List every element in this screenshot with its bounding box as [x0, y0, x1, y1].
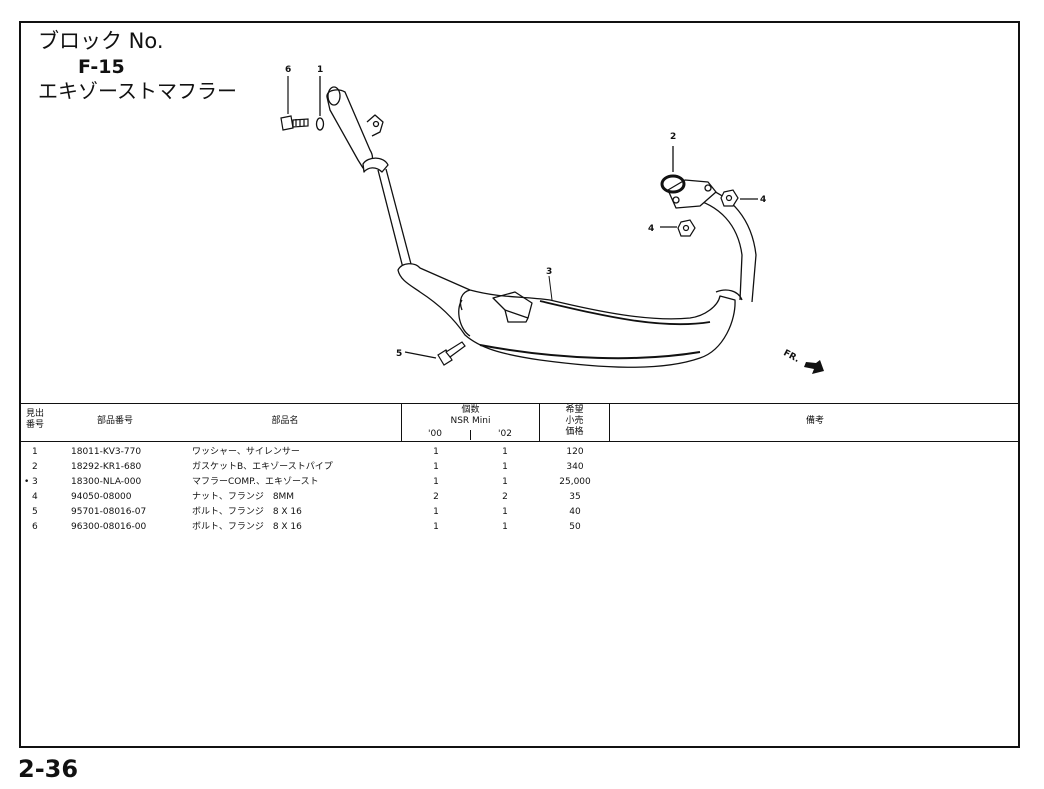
row-price: 50: [569, 522, 581, 532]
table-header-rule: [21, 441, 1018, 442]
fr-label: FR.: [781, 348, 800, 365]
silencer-body: [326, 89, 374, 169]
callout-4b: 4: [760, 195, 766, 205]
exhaust-diagram: 6 1 2 3 4 4 5 FR.: [280, 65, 824, 374]
exhaust-flange: [667, 179, 717, 209]
row-ref: 2: [32, 462, 38, 472]
col-header-model: NSR Mini: [450, 416, 491, 426]
row-name: ボルト、フランジ 8 X 16: [192, 507, 302, 517]
col-divider: [401, 404, 402, 441]
block-label: ブロック No.: [38, 29, 164, 53]
tail-pipe: [377, 168, 412, 269]
flange-bolt-5: [437, 349, 453, 366]
row-qty-00: 2: [433, 492, 439, 502]
col-header-ref: 見出 番号: [25, 409, 44, 430]
col-header-year-00: '00: [428, 429, 442, 439]
row-name: ボルト、フランジ 8 X 16: [192, 522, 302, 532]
row-qty-02: 1: [502, 477, 508, 487]
row-part-no: 94050-08000: [71, 492, 132, 502]
block-code: F-15: [78, 56, 125, 78]
part-group-title: エキゾーストマフラー: [38, 79, 237, 103]
row-qty-00: 1: [433, 447, 439, 457]
row-ref: 1: [32, 447, 38, 457]
row-qty-02: 2: [502, 492, 508, 502]
callout-6: 6: [285, 65, 291, 75]
col-header-price: 希望 小売 価格: [565, 405, 584, 437]
silencer-outlet: [327, 86, 341, 106]
row-part-no: 18292-KR1-680: [71, 462, 142, 472]
row-name: マフラーCOMP.、エキゾースト: [192, 477, 319, 487]
muffler-bracket: [492, 291, 533, 319]
row-price: 35: [569, 492, 581, 502]
front-arrow: [804, 360, 824, 374]
row-qty-00: 1: [433, 477, 439, 487]
row-ref: 6: [32, 522, 38, 532]
col-header-name: 部品名: [271, 416, 299, 426]
gasket: [660, 174, 686, 194]
row-qty-02: 1: [502, 462, 508, 472]
washer: [315, 117, 325, 131]
callout-1: 1: [317, 65, 323, 75]
row-price: 120: [566, 447, 584, 457]
col-header-year-02: '02: [498, 429, 512, 439]
row-price: 25,000: [559, 477, 591, 487]
row-qty-00: 1: [433, 507, 439, 517]
flange-bolt-6: [280, 115, 294, 131]
row-name: ナット、フランジ 8MM: [192, 492, 295, 502]
row-price: 40: [569, 507, 581, 517]
row-ref: 5: [32, 507, 38, 517]
col-divider: [609, 404, 610, 441]
page-frame: [19, 21, 1020, 748]
row-name: ワッシャー、サイレンサー: [192, 447, 300, 457]
row-price: 340: [566, 462, 584, 472]
table-top-rule: [21, 403, 1018, 404]
callout-2: 2: [670, 132, 676, 142]
row-part-no: 18300-NLA-000: [71, 477, 142, 487]
row-part-no: 96300-08016-00: [71, 522, 147, 532]
callout-4a: 4: [648, 224, 654, 234]
col-divider: [539, 404, 540, 441]
row-name: ガスケットB、エキゾーストパイプ: [192, 462, 333, 472]
row-qty-00: 1: [433, 462, 439, 472]
row-part-no: 18011-KV3-770: [71, 447, 142, 457]
muffler-chamber: [397, 263, 736, 368]
row-marker: •: [24, 477, 30, 487]
row-qty-02: 1: [502, 507, 508, 517]
col-divider: [470, 430, 471, 440]
row-ref: 4: [32, 492, 38, 502]
col-header-qty: 個数: [461, 405, 480, 415]
silencer-bracket: [366, 114, 384, 137]
row-part-no: 95701-08016-07: [71, 507, 147, 517]
row-ref: 3: [32, 477, 38, 487]
col-header-remarks: 備考: [805, 416, 824, 426]
row-qty-02: 1: [502, 522, 508, 532]
page-number: 2-36: [18, 755, 79, 783]
row-qty-02: 1: [502, 447, 508, 457]
row-qty-00: 1: [433, 522, 439, 532]
callout-3: 3: [546, 267, 552, 277]
callout-5: 5: [396, 349, 402, 359]
col-header-part-no: 部品番号: [96, 416, 133, 426]
